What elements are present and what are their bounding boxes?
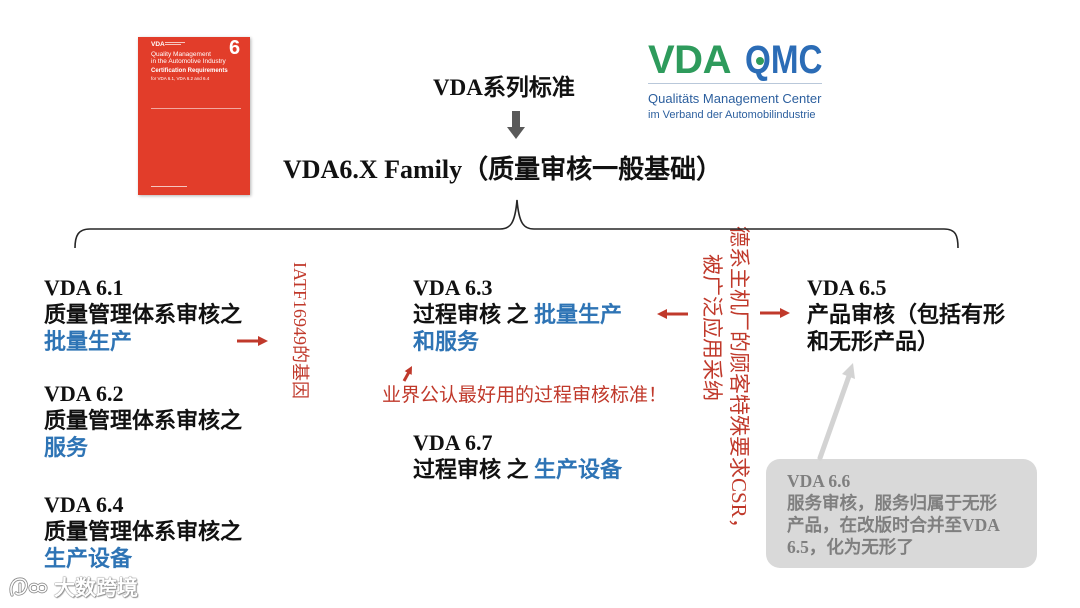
vda-qmc-logo: VDA QMC Qualitäts Management Center im V… [648,36,826,126]
logo-q-dot [756,57,764,65]
vda-6-5-code: VDA 6.5 [807,275,887,300]
watermark-logo-icon [9,577,48,597]
vda-6-7-description: 过程审核 之 [413,457,535,482]
iatf-annotation: IATF16949的基因 [290,262,310,400]
vda-6-6-line1: 服务审核，服务归属于无形 [787,493,997,513]
vda-6-3-code: VDA 6.3 [413,275,493,300]
vda-6-7-code: VDA 6.7 [413,430,493,455]
vda-6-3-focus-continued: 和服务 [413,329,480,354]
book-title-line1: Quality Management [151,51,211,58]
book-publisher-line [165,44,181,45]
down-arrow-icon [507,111,525,139]
vda-6-2-code: VDA 6.2 [44,381,124,406]
csr-annotation-line1: 德系主机厂的顾客特殊要求CSR， [727,226,751,539]
book-volume-number: 6 [229,37,241,59]
vda-6-3-description: 过程审核 之 [413,302,535,327]
left-arrow-icon [657,309,688,319]
book-publisher-line [165,42,185,43]
vda6-book-cover: VDA 6 Quality Management in the Automoti… [138,37,250,195]
vda-6-1-description: 质量管理体系审核之 [44,302,243,327]
vda-6-6-line3: 6.5，化为无形了 [787,537,914,557]
book-subtitle: Certification Requirements [151,68,228,74]
vda-6-2-block: VDA 6.2 质量管理体系审核之 服务 [44,380,242,461]
vda-6-3-note: 业界公认最好用的过程审核标准！ [382,385,668,406]
logo-divider [648,83,822,84]
vda-6-3-description-row: 过程审核 之 批量生产 [413,301,622,328]
merge-arrow-icon [817,363,855,461]
vda-6-7-description-row: 过程审核 之 生产设备 [413,456,622,483]
vda-6-1-code: VDA 6.1 [44,275,124,300]
vda-6-4-focus: 生产设备 [44,546,133,571]
vda-6-4-code: VDA 6.4 [44,492,124,517]
vda-6-4-block: VDA 6.4 质量管理体系审核之 生产设备 [44,491,242,572]
book-scope: for VDA 6.1, VDA 6.2 and 6.4 [151,76,210,81]
vda-6-5-block: VDA 6.5 产品审核（包括有形 和无形产品） [807,274,1005,355]
up-right-arrow-icon [402,366,412,382]
vda-6-3-focus: 批量生产 [534,302,623,327]
vda-6-7-focus: 生产设备 [534,457,623,482]
page-title: VDA系列标准 [433,75,575,100]
book-brand: VDA [151,41,165,48]
vda-6-1-block: VDA 6.1 质量管理体系审核之 批量生产 [44,274,242,355]
vda-6-6-code: VDA 6.6 [787,471,851,491]
vda-6-7-block: VDA 6.7 过程审核 之 生产设备 [413,429,622,483]
watermark-text: 大数跨境 [54,577,138,600]
vda-6-5-description-continued: 和无形产品） [807,329,940,354]
vda-6-6-note-box: VDA 6.6 服务审核，服务归属于无形 产品，在改版时合并至VDA 6.5，化… [766,459,1037,568]
book-title-line2: in the Automotive Industry [151,58,226,65]
vda-6-6-line2: 产品，在改版时合并至VDA [787,515,1000,535]
logo-name: Qualitäts Management Center [648,91,822,106]
family-heading: VDA6.X Family（质量审核一般基础） [283,155,723,184]
grouping-brace [74,199,959,249]
logo-affiliation: im Verband der Automobilindustrie [648,109,816,121]
right-arrow-icon [760,308,790,318]
vda-6-4-description: 质量管理体系审核之 [44,519,243,544]
csr-annotation-line2: 被广泛应用采纳 [700,254,724,401]
vda-6-2-description: 质量管理体系审核之 [44,408,243,433]
vda-6-5-description: 产品审核（包括有形 [807,302,1006,327]
vda-6-1-focus: 批量生产 [44,329,133,354]
vda-6-3-block: VDA 6.3 过程审核 之 批量生产 和服务 [413,274,622,355]
book-footer-line [151,186,187,187]
watermark: 大数跨境 [8,574,148,604]
vda-6-2-focus: 服务 [44,435,89,460]
logo-vda-mark: VDA [648,38,731,82]
book-rule [151,108,241,109]
